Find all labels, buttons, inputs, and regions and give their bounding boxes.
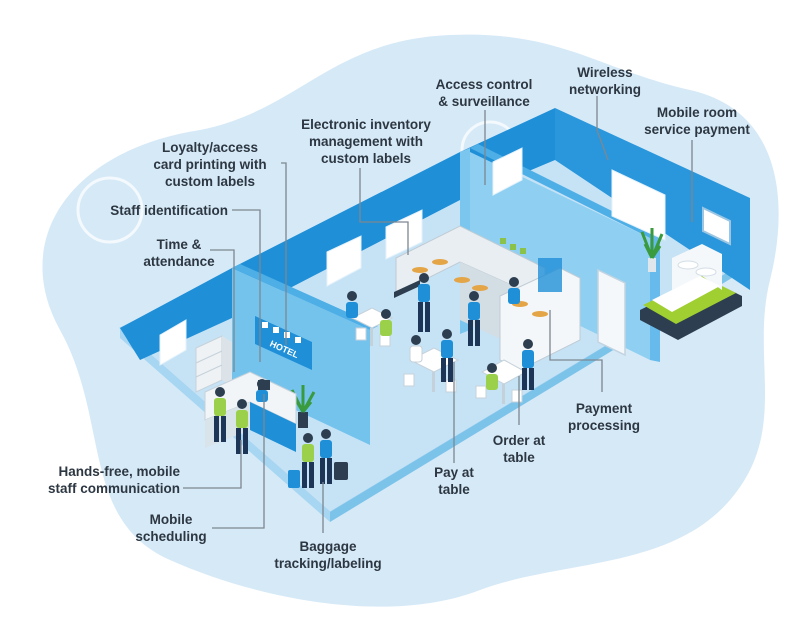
leader-lines	[183, 96, 693, 533]
suitcase	[334, 462, 348, 480]
person	[522, 339, 534, 390]
label-loyalty-card-printing: Loyalty/access card printing with custom…	[153, 140, 267, 189]
person	[508, 277, 520, 304]
label-mobile-scheduling: Mobile scheduling	[135, 512, 207, 544]
plant	[640, 228, 664, 272]
plant	[290, 385, 316, 428]
label-electronic-inventory: Electronic inventory management with cus…	[301, 117, 431, 166]
person	[441, 329, 453, 382]
back-wall-lobby-left	[120, 268, 232, 360]
window	[385, 209, 423, 260]
window	[492, 147, 523, 196]
person	[380, 309, 392, 336]
window	[159, 319, 187, 366]
window	[326, 235, 362, 287]
label-baggage-tracking: Baggage tracking/labeling	[274, 539, 382, 571]
label-time-attendance: Time & attendance	[143, 237, 215, 269]
suitcase	[288, 470, 300, 488]
label-payment-processing: Payment processing	[567, 401, 641, 433]
label-order-at-table: Order at table	[492, 433, 546, 465]
label-wireless-networking: Wireless networking	[568, 65, 641, 97]
person	[468, 291, 480, 346]
person	[256, 379, 268, 402]
person	[236, 399, 248, 454]
label-staff-identification: Staff identification	[110, 203, 228, 218]
back-wall-left	[232, 152, 460, 318]
person	[346, 291, 358, 318]
label-access-control: Access control & surveillance	[435, 77, 533, 109]
label-pay-at-table: Pay at table	[434, 465, 474, 497]
person	[418, 273, 430, 332]
door	[597, 268, 626, 357]
person	[486, 363, 498, 390]
person	[302, 433, 314, 488]
picture-frame	[702, 206, 731, 246]
person	[409, 335, 423, 363]
person	[214, 387, 226, 442]
label-hands-free-communication: Hands-free, mobile staff communication	[47, 464, 180, 496]
label-mobile-room-service: Mobile room service payment	[644, 105, 750, 137]
person	[320, 429, 332, 484]
window	[611, 169, 666, 241]
